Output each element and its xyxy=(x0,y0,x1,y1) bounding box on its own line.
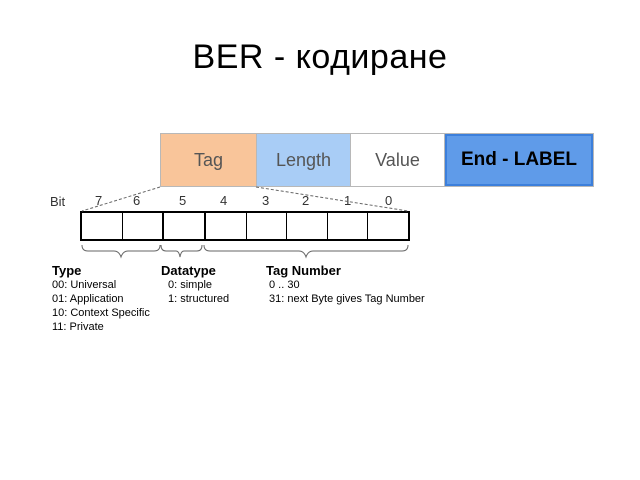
tag-number-row: 31: next Byte gives Tag Number xyxy=(269,293,425,305)
end-label-field: End - LABEL xyxy=(445,134,593,186)
value-field: Value xyxy=(351,134,445,186)
bit-number-1: 1 xyxy=(344,193,352,208)
datatype-row: 1: structured xyxy=(168,293,230,305)
tag-number-row: 0 .. 30 xyxy=(269,279,300,291)
page-title: BER - кодиране xyxy=(192,38,448,76)
length-field: Length xyxy=(257,134,351,186)
type-row: 10: Context Specific xyxy=(52,307,150,319)
bit-cell xyxy=(164,213,206,239)
bit-cell xyxy=(206,213,247,239)
tag-number-heading: Tag Number xyxy=(266,263,341,278)
datatype-column: Datatype 0: simple 1: structured xyxy=(161,263,229,306)
datatype-brace xyxy=(160,244,203,258)
bit-cell xyxy=(123,213,165,239)
bit-number-3: 3 xyxy=(262,193,270,208)
bit-cell xyxy=(247,213,288,239)
bit-number-7: 7 xyxy=(95,193,103,208)
bit-number-2: 2 xyxy=(302,193,310,208)
bit-number-0: 0 xyxy=(385,193,393,208)
bit-number-6: 6 xyxy=(133,193,141,208)
type-column: Type 00: Universal 01: Application 10: C… xyxy=(52,263,150,334)
type-row: 00: Universal xyxy=(52,279,117,291)
bit-number-5: 5 xyxy=(179,193,187,208)
type-brace xyxy=(81,244,161,259)
type-row: 01: Application xyxy=(52,293,124,305)
bit-cell xyxy=(82,213,123,239)
type-heading: Type xyxy=(52,263,82,278)
tag-field: Tag xyxy=(161,134,257,186)
tag-byte-bits xyxy=(80,211,410,241)
type-row: 11: Private xyxy=(52,321,104,333)
ber-field-strip: Tag Length Value End - LABEL xyxy=(160,133,594,187)
tag-number-brace xyxy=(203,244,409,259)
tag-number-column: Tag Number 0 .. 30 31: next Byte gives T… xyxy=(266,263,425,306)
expansion-line-left xyxy=(81,186,161,212)
expansion-line-right xyxy=(255,186,409,212)
bit-cell xyxy=(328,213,369,239)
datatype-row: 0: simple xyxy=(168,279,213,291)
datatype-heading: Datatype xyxy=(161,263,216,278)
bit-label: Bit xyxy=(50,194,66,209)
bit-number-4: 4 xyxy=(220,193,228,208)
bit-cell xyxy=(287,213,328,239)
